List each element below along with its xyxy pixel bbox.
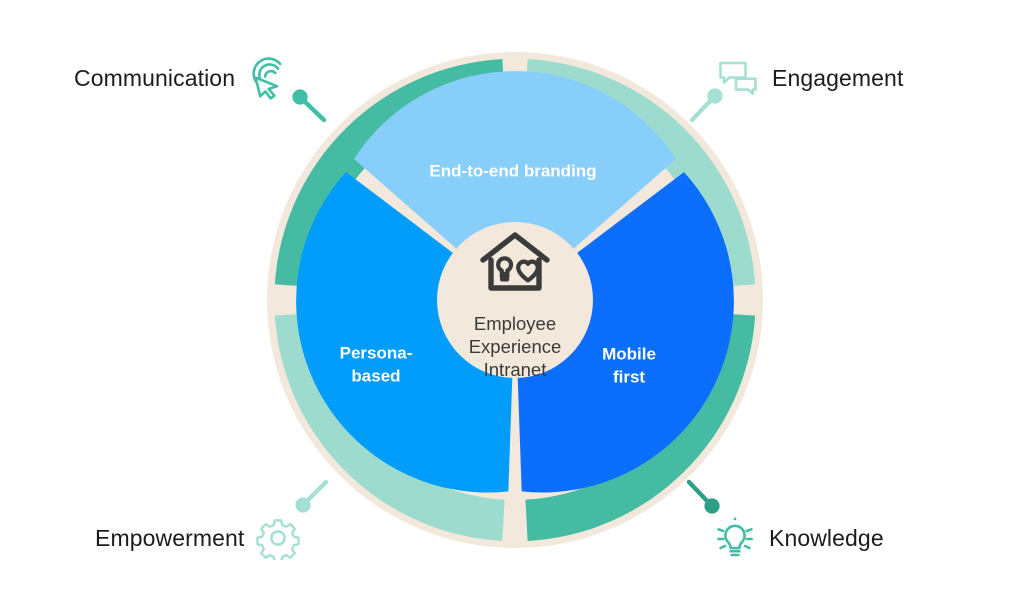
inner-ring xyxy=(296,71,734,493)
hub-line-2: Experience xyxy=(469,336,562,357)
callout-label-knowledge: Knowledge xyxy=(769,524,884,551)
lightbulb-icon xyxy=(717,517,753,557)
target-cursor-icon xyxy=(252,57,282,100)
callout-communication[interactable]: Communication xyxy=(74,56,291,100)
hub-line-3: Intranet xyxy=(484,359,547,380)
hub-line-1: Employee xyxy=(474,313,556,334)
inner-segment-branding[interactable] xyxy=(353,71,677,300)
callout-label-empowerment: Empowerment xyxy=(95,524,245,551)
inner-label-persona-line1: Persona- xyxy=(340,343,413,362)
inner-segment-persona[interactable] xyxy=(296,172,515,493)
callout-knowledge[interactable]: Knowledge xyxy=(713,516,884,560)
callout-connector-empowerment xyxy=(295,479,329,513)
callout-empowerment[interactable]: Empowerment xyxy=(95,516,301,560)
inner-label-persona-line2: based xyxy=(351,366,400,385)
callout-engagement[interactable]: Engagement xyxy=(716,56,903,100)
callout-label-engagement: Engagement xyxy=(772,64,904,91)
callout-connector-knowledge xyxy=(686,479,720,514)
inner-label-mobile-line1: Mobile xyxy=(602,344,656,363)
chat-bubbles-icon xyxy=(719,61,757,96)
inner-segment-mobile[interactable] xyxy=(515,172,734,493)
gear-icon xyxy=(256,519,301,560)
house-lightbulb-heart-icon xyxy=(480,232,550,291)
inner-label-branding: End-to-end branding xyxy=(429,161,596,180)
inner-label-mobile-line2: first xyxy=(613,367,645,386)
callout-connector-engagement xyxy=(689,88,723,123)
callout-label-communication: Communication xyxy=(74,64,236,91)
hub-disc[interactable] xyxy=(437,222,593,378)
callout-connector-communication xyxy=(292,89,327,123)
